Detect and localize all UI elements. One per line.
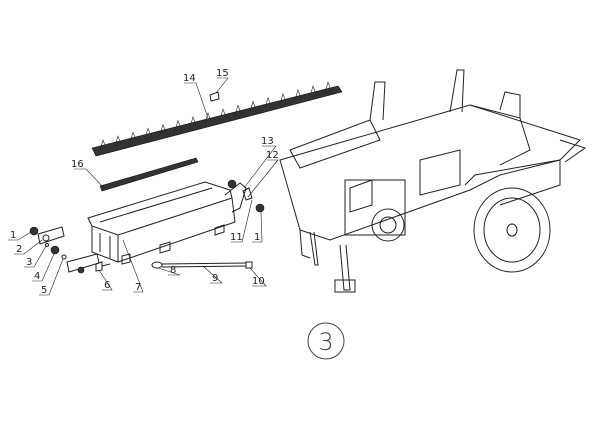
chain-tooth: [129, 131, 137, 143]
chain-tooth: [294, 89, 302, 101]
chain-tooth: [114, 135, 122, 147]
tension-rod: [151, 261, 253, 269]
chain-tooth: [219, 108, 227, 120]
chain-tooth: [99, 139, 107, 151]
chain-tooth: [264, 96, 272, 108]
chain-tooth: [309, 85, 317, 97]
callout-4: 4: [34, 271, 40, 282]
chain-tooth: [279, 92, 287, 104]
figure-number-badge: 3: [307, 322, 345, 360]
conveyor-trough: [87, 181, 247, 265]
chain-tooth: [174, 119, 182, 131]
chain-tooth: [144, 127, 152, 139]
callout-16: 16: [71, 159, 84, 170]
chain-tooth: [249, 100, 257, 112]
callout-5: 5: [41, 285, 47, 296]
callout-1-right: 1: [254, 232, 260, 243]
callout-2: 2: [16, 244, 22, 255]
log-splitter-machine: [279, 69, 587, 293]
chain-tooth: [159, 123, 167, 135]
chain-link-part: [209, 91, 220, 102]
callout-12: 12: [266, 150, 279, 161]
chain-tooth: [324, 81, 332, 93]
callout-9: 9: [212, 273, 218, 284]
chain-tooth: [234, 104, 242, 116]
callout-6: 6: [104, 280, 110, 291]
chain-tooth: [189, 115, 197, 127]
callout-7: 7: [135, 282, 141, 293]
callout-11: 11: [230, 232, 243, 243]
figure-number: 3: [318, 328, 333, 356]
callout-8: 8: [170, 265, 176, 276]
leader-lines: [8, 77, 279, 296]
left-end-assembly: [29, 226, 111, 274]
wear-strip: [99, 157, 199, 192]
callout-13: 13: [261, 136, 274, 147]
conveyor-chain: [91, 81, 343, 157]
chain-tooth: [204, 112, 212, 124]
callout-10: 10: [252, 276, 265, 287]
callout-15: 15: [216, 68, 229, 79]
right-end-assembly: [227, 179, 265, 213]
callout-1: 1: [10, 230, 16, 241]
callout-14: 14: [183, 73, 196, 84]
callout-3: 3: [26, 257, 32, 268]
